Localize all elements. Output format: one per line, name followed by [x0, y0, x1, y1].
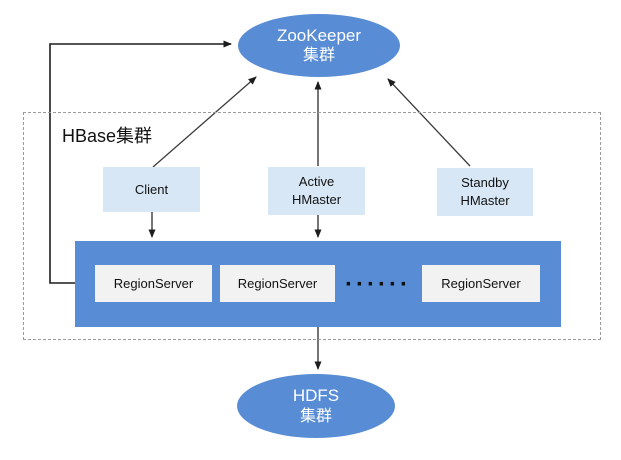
regionserver-label-3: RegionServer [441, 276, 521, 291]
active-hmaster-line2: HMaster [291, 192, 342, 207]
hbase-cluster-boundary [23, 112, 601, 340]
regionserver-node-3: RegionServer [422, 265, 540, 302]
active-hmaster-node: Active HMaster [268, 167, 365, 215]
standby-hmaster-line2: HMaster [460, 193, 510, 208]
regionserver-node-2: RegionServer [220, 265, 335, 302]
regionserver-node-1: RegionServer [95, 265, 212, 302]
standby-hmaster-line1: Standby [461, 175, 509, 191]
active-hmaster-line1: Active [298, 174, 335, 190]
hbase-cluster-label: HBase集群 [62, 126, 153, 146]
ellipsis-dots: ······ [345, 271, 411, 298]
client-label: Client [134, 181, 169, 197]
hdfs-cluster-name: HDFS [292, 386, 340, 406]
regionserver-label-1: RegionServer [113, 276, 194, 291]
hdfs-cluster-node: HDFS 集群 [237, 374, 395, 438]
regionserver-label-2: RegionServer [237, 276, 318, 291]
client-node: Client [103, 167, 200, 212]
zookeeper-cluster-suffix: 集群 [302, 47, 335, 65]
hdfs-cluster-suffix: 集群 [299, 407, 332, 425]
zookeeper-cluster-name: ZooKeeper [276, 25, 362, 45]
zookeeper-cluster-node: ZooKeeper 集群 [238, 14, 400, 77]
standby-hmaster-node: Standby HMaster [437, 168, 533, 216]
